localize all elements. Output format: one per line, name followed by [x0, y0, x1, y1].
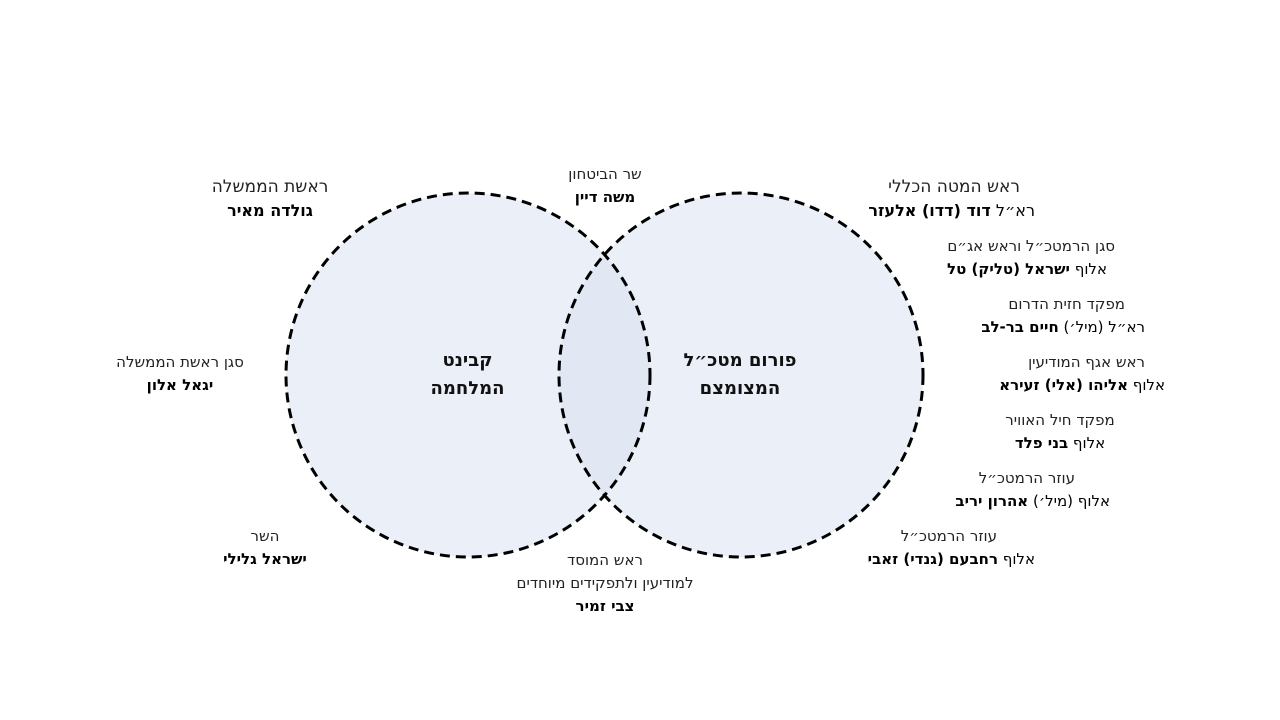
label-minister: השר ישראל גלילי — [200, 525, 330, 571]
label-deputy-prime-minister: סגן ראשת הממשלה יגאל אלון — [95, 351, 265, 397]
role-text: עוזר הרמטכ״ל — [900, 527, 997, 545]
cabinet-title-line1: קבינט — [442, 350, 493, 371]
name-text: אלוף (מיל׳) אהרון יריב — [935, 490, 1110, 513]
role-text: סגן הרמטכ״ל וראש אג״ם — [947, 237, 1115, 255]
forum-title-line2: המצומצם — [699, 378, 781, 399]
forum-circle-fill — [559, 193, 923, 557]
role-text: מפקד חזית הדרום — [1008, 295, 1125, 313]
rank-prefix: אלוף — [1068, 434, 1106, 452]
name-text: גולדה מאיר — [227, 201, 313, 220]
label-intelligence-head: ראש אגף המודיעין אלוף אליהו (אלי) זעירא — [985, 351, 1165, 397]
name-text: רא״ל (מיל׳) חיים בר-לב — [970, 316, 1145, 339]
cabinet-title-line2: המלחמה — [430, 378, 505, 399]
role-text-2: למודיעין ולתפקידים מיוחדים — [516, 574, 694, 592]
rank-prefix: רא״ל (מיל׳) — [1058, 318, 1145, 336]
name-text: אלוף ישראל (טליק) טל — [935, 258, 1115, 281]
role-text: ראש המטה הכללי — [888, 177, 1020, 197]
person-name: ישראל (טליק) טל — [947, 260, 1070, 278]
role-text: ראשת הממשלה — [211, 177, 329, 197]
role-text: סגן ראשת הממשלה — [116, 353, 244, 371]
name-text: ישראל גלילי — [223, 550, 307, 568]
label-aide-zeevi: עוזר הרמטכ״ל אלוף רחבעם (גנדי) זאבי — [850, 525, 1035, 571]
person-name: רחבעם (גנדי) זאבי — [867, 550, 998, 568]
person-name: חיים בר-לב — [981, 318, 1059, 336]
rank-prefix: אלוף — [997, 550, 1035, 568]
label-defense-minister: שר הביטחון משה דיין — [530, 163, 680, 209]
label-southern-front: מפקד חזית הדרום רא״ל (מיל׳) חיים בר-לב — [970, 293, 1145, 339]
name-text: משה דיין — [574, 188, 636, 206]
role-text: עוזר הרמטכ״ל — [978, 469, 1075, 487]
person-name: בני פלד — [1014, 434, 1069, 452]
role-text: שר הביטחון — [568, 165, 642, 183]
role-text: ראש המוסד — [567, 551, 643, 569]
name-text: אלוף בני פלד — [985, 432, 1135, 455]
forum-title: פורום מטכ״ל המצומצם — [650, 347, 830, 403]
name-text: יגאל אלון — [146, 376, 214, 394]
name-text: אלוף רחבעם (גנדי) זאבי — [850, 548, 1035, 571]
rank-prefix: אלוף (מיל׳) — [1028, 492, 1110, 510]
person-name: אליהו (אלי) זעירא — [999, 376, 1128, 394]
name-text: אלוף אליהו (אלי) זעירא — [985, 374, 1165, 397]
cabinet-title: קבינט המלחמה — [380, 347, 555, 403]
forum-title-line1: פורום מטכ״ל — [683, 350, 797, 371]
name-text: צבי זמיר — [575, 597, 635, 615]
label-air-force: מפקד חיל האוויר אלוף בני פלד — [985, 409, 1135, 455]
role-text: ראש אגף המודיעין — [1028, 353, 1145, 371]
name-text: רא״ל דוד (דדו) אלעזר — [840, 199, 1035, 222]
cabinet-circle-outline — [284, 191, 652, 559]
role-text: מפקד חיל האוויר — [1005, 411, 1115, 429]
label-aide-yariv: עוזר הרמטכ״ל אלוף (מיל׳) אהרון יריב — [935, 467, 1110, 513]
rank-prefix: רא״ל — [990, 201, 1035, 220]
rank-prefix: אלוף — [1069, 260, 1107, 278]
label-prime-minister: ראשת הממשלה גולדה מאיר — [185, 176, 355, 222]
forum-circle-outline — [557, 191, 925, 559]
label-mossad-head: ראש המוסד למודיעין ולתפקידים מיוחדים צבי… — [490, 549, 720, 618]
rank-prefix: אלוף — [1127, 376, 1165, 394]
cabinet-circle-fill — [286, 193, 650, 557]
person-name: אהרון יריב — [955, 492, 1029, 510]
role-text: השר — [250, 527, 280, 545]
label-chief-of-staff: ראש המטה הכללי רא״ל דוד (דדו) אלעזר — [840, 176, 1035, 222]
person-name: דוד (דדו) אלעזר — [868, 201, 991, 220]
label-deputy-chief: סגן הרמטכ״ל וראש אג״ם אלוף ישראל (טליק) … — [935, 235, 1115, 281]
